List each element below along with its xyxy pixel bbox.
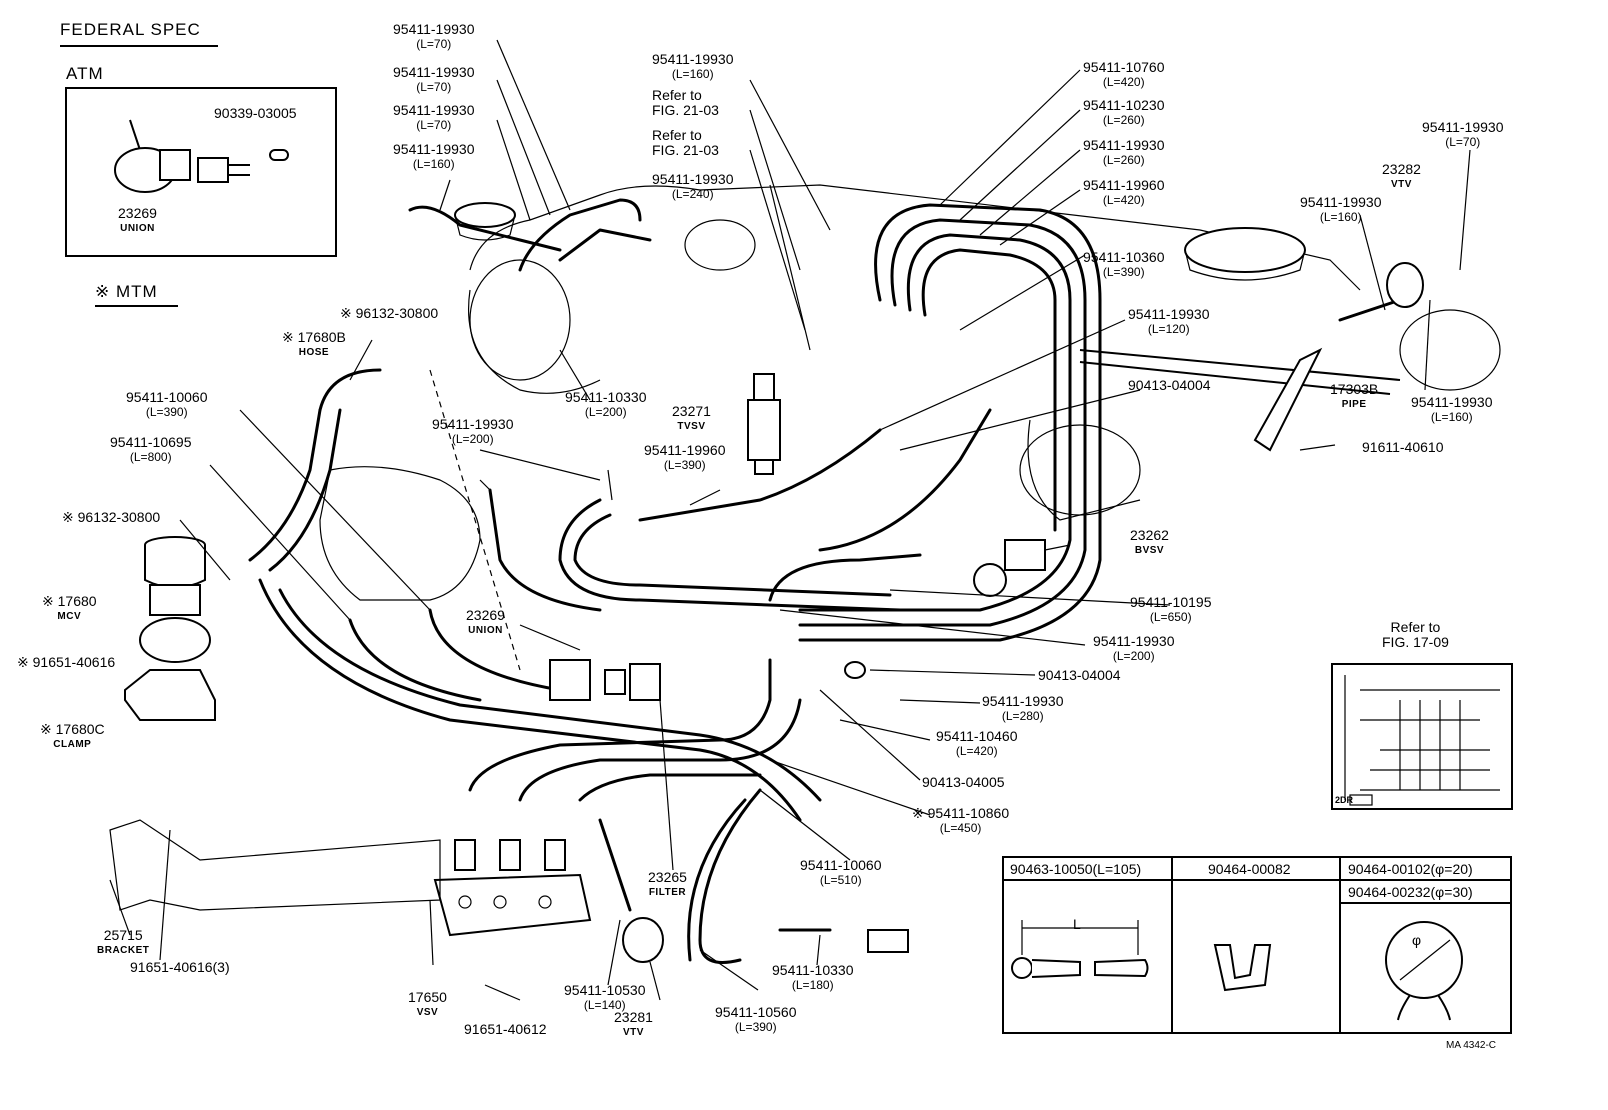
dimension-phi: φ (1412, 932, 1422, 948)
dashed-guide (429, 369, 521, 671)
label-hose-3: 95411-19930(L=70) (393, 102, 475, 133)
label-clip-96132b: ※ 96132-30800 (62, 509, 161, 525)
label-hose-29: 95411-10695(L=800) (110, 434, 192, 465)
label-hose-51: 95411-10560(L=390) (715, 1004, 797, 1035)
label-bolt-91651b: 91651-40616(3) (130, 959, 230, 975)
label-atm-90339: 90339-03005 (214, 105, 297, 121)
atm-inset-box (65, 87, 337, 257)
label-hose-24: 95411-10330(L=200) (565, 389, 647, 420)
label-hose-48: 95411-10330(L=180) (772, 962, 854, 993)
atm-union-part (114, 119, 289, 193)
label-hose-14: 95411-19930(L=70) (1422, 119, 1504, 150)
hose-bundle (248, 198, 1402, 964)
inset-caption: 2DR (1335, 795, 1354, 805)
footer-code: MA 4342-C (1446, 1040, 1497, 1051)
label-union-90413c: 90413-04005 (922, 774, 1005, 790)
label-hose-27: 95411-19930(L=200) (432, 416, 514, 447)
label-bolt-91651c: 91651-40612 (464, 1021, 547, 1037)
page-title: FEDERAL SPEC (60, 20, 201, 39)
label-hose-1: 95411-19930(L=70) (393, 21, 475, 52)
label-hose-36: 95411-19930(L=200) (1093, 633, 1175, 664)
label-hose-26: 95411-10060(L=390) (126, 389, 208, 420)
label-bolt-91611: 91611-40610 (1362, 439, 1444, 455)
label-hose-11: 95411-19930(L=260) (1083, 137, 1165, 168)
label-union-90413b: 90413-04004 (1038, 667, 1121, 683)
label-hose-20: 95411-19930(L=160) (1411, 394, 1493, 425)
dimension-l: L (1073, 916, 1081, 932)
label-hose-39: 95411-19930(L=280) (982, 693, 1064, 724)
label-bolt-91651a: ※ 91651-40616 (17, 654, 116, 670)
mtm-label: ※ MTM (95, 282, 158, 301)
label-hose-17: 95411-19930(L=120) (1128, 306, 1210, 337)
label-union-90413a: 90413-04004 (1128, 377, 1211, 393)
leader-lines (109, 39, 1471, 1001)
table-header-1: 90463-10050(L=105) (1010, 861, 1142, 877)
table-header-3: 90464-00102(φ=20) (1348, 861, 1473, 877)
label-clip-96132a: ※ 96132-30800 (340, 305, 439, 321)
component-parts (109, 262, 1424, 963)
engine-outline (319, 184, 1501, 601)
label-hose-5: 95411-19930(L=160) (652, 51, 734, 82)
label-hose-40: 95411-10460(L=420) (936, 728, 1018, 759)
label-hose-4: 95411-19930(L=160) (393, 141, 475, 172)
label-hose-47: 95411-10530(L=140) (564, 982, 646, 1013)
label-hose-28: 95411-19960(L=390) (644, 442, 726, 473)
fig-17-09-inset (1331, 663, 1513, 810)
table-header-4: 90464-00232(φ=30) (1348, 884, 1473, 900)
label-hose-13: 95411-10360(L=390) (1083, 249, 1165, 280)
label-hose-12: 95411-19960(L=420) (1083, 177, 1165, 208)
label-hose-9: 95411-10760(L=420) (1083, 59, 1165, 90)
label-hose-35: 95411-10195(L=650) (1130, 594, 1212, 625)
label-hose-16: 95411-19930(L=160) (1300, 194, 1382, 225)
parts-table (1002, 856, 1512, 1034)
atm-label: ATM (66, 64, 104, 83)
label-hose-2: 95411-19930(L=70) (393, 64, 475, 95)
table-header-2: 90464-00082 (1208, 861, 1291, 877)
label-hose-10: 95411-10230(L=260) (1083, 97, 1165, 128)
label-hose-8: 95411-19930(L=240) (652, 171, 734, 202)
label-hose-43: 95411-10060(L=510) (800, 857, 882, 888)
label-hose-42: ※ 95411-10860(L=450) (912, 805, 1010, 836)
